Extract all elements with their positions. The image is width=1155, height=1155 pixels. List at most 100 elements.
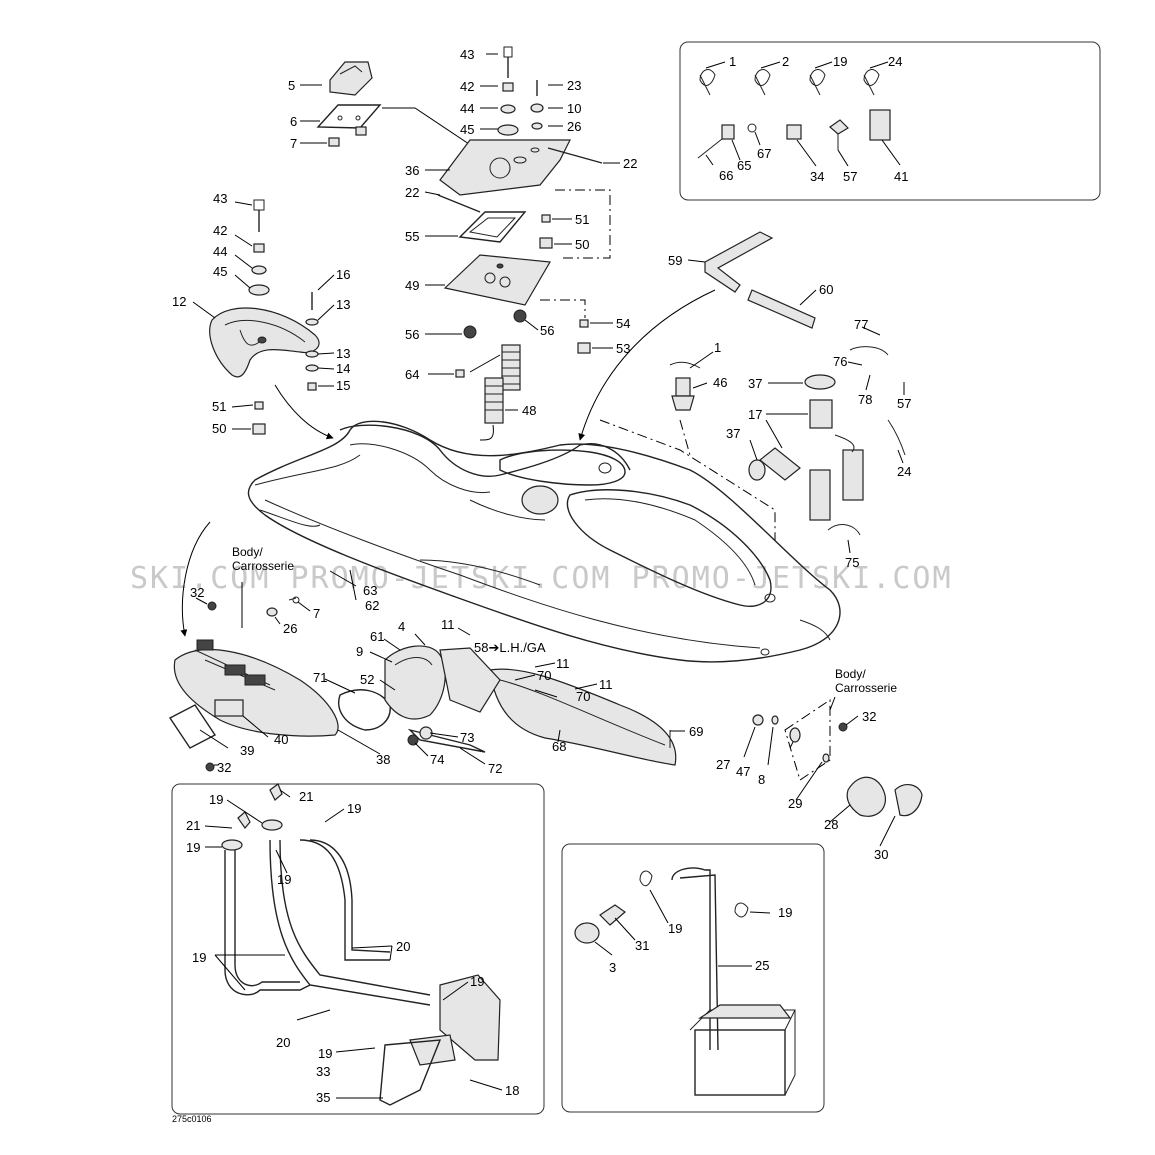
callout-c11b: 11	[556, 656, 570, 671]
callout-b19f: 19	[470, 974, 484, 989]
bellows-48	[484, 344, 521, 424]
callout-b19b: 19	[347, 801, 361, 816]
callout-k57: 57	[843, 169, 857, 184]
callout-c24b: 24	[897, 464, 911, 479]
callout-c1b: 1	[714, 340, 721, 355]
callout-c69: 69	[689, 724, 703, 739]
callout-r3: 3	[609, 960, 616, 975]
callout-c56a: 56	[405, 327, 419, 342]
callout-c75: 75	[845, 555, 859, 570]
callout-c17: 17	[748, 407, 762, 422]
callout-k2: 2	[782, 54, 789, 69]
callout-c44a: 44	[460, 101, 474, 116]
callout-c60: 60	[819, 282, 833, 297]
callout-c32b: 32	[217, 760, 231, 775]
callout-c71: 71	[313, 670, 327, 685]
callout-c59: 59	[668, 253, 682, 268]
callout-b19d: 19	[277, 872, 291, 887]
callout-k67: 67	[757, 146, 771, 161]
battery-inset-box	[561, 843, 825, 1113]
hull-body	[247, 420, 841, 663]
callout-k1: 1	[729, 54, 736, 69]
callout-c48: 48	[522, 403, 536, 418]
callout-c74: 74	[430, 752, 444, 767]
callout-c64: 64	[405, 367, 419, 382]
callout-c27: 27	[716, 757, 730, 772]
hardware-inset-box	[679, 41, 1101, 201]
callout-c62: 62	[365, 598, 379, 613]
callout-c36: 36	[405, 163, 419, 178]
callout-c11c: 11	[599, 677, 613, 692]
callout-c46: 46	[713, 375, 727, 390]
callout-r19a: 19	[668, 921, 682, 936]
callout-b19e: 19	[192, 950, 206, 965]
battery-inset-parts	[574, 867, 796, 1096]
callout-b19c: 19	[186, 840, 200, 855]
callout-c7a: 7	[290, 136, 297, 151]
callout-k19: 19	[833, 54, 847, 69]
callout-c28: 28	[824, 817, 838, 832]
callout-b33: 33	[316, 1064, 330, 1079]
callout-c40: 40	[274, 732, 288, 747]
watermark-text: SKI.COM PROMO-JETSKI.COM PROMO-JETSKI.CO…	[130, 561, 953, 596]
callout-c61: 61	[370, 629, 384, 644]
diagram-code-label: 275c0106	[172, 1114, 212, 1124]
callout-c72: 72	[488, 761, 502, 776]
callout-r19b: 19	[778, 905, 792, 920]
callout-c56b: 56	[540, 323, 554, 338]
callout-c63: 63	[363, 583, 377, 598]
callout-c53: 53	[616, 341, 630, 356]
callout-c78: 78	[858, 392, 872, 407]
callout-c12: 12	[172, 294, 186, 309]
callout-c39: 39	[240, 743, 254, 758]
callout-c38: 38	[376, 752, 390, 767]
callout-k24: 24	[888, 54, 902, 69]
callout-b20a: 20	[396, 939, 410, 954]
callout-c43b: 43	[213, 191, 227, 206]
callout-c51b: 51	[212, 399, 226, 414]
body-reference-right-line2: Carrosserie	[835, 681, 897, 695]
callout-c15: 15	[336, 378, 350, 393]
callout-c22a: 22	[623, 156, 637, 171]
callout-c50b: 50	[212, 421, 226, 436]
callout-c42b: 42	[213, 223, 227, 238]
callout-c4: 4	[398, 619, 405, 634]
callout-c47: 47	[736, 764, 750, 779]
hardware-inset-parts	[697, 69, 891, 159]
fuel-hose-inset-box	[171, 783, 545, 1115]
callout-c23: 23	[567, 78, 581, 93]
callout-c7b: 7	[313, 606, 320, 621]
callout-c13a: 13	[336, 297, 350, 312]
callout-b19a: 19	[209, 792, 223, 807]
body-reference-right-line1: Body/	[835, 667, 866, 681]
callout-k41: 41	[894, 169, 908, 184]
body-reference-left-line2: Carrosserie	[232, 559, 294, 573]
callout-c52: 52	[360, 672, 374, 687]
callout-k34: 34	[810, 169, 824, 184]
callout-k65: 65	[737, 158, 751, 173]
callout-c77: 77	[854, 317, 868, 332]
callout-c44b: 44	[213, 244, 227, 259]
callout-c32c: 32	[862, 709, 876, 724]
rear-parts-assembly	[752, 699, 923, 817]
callout-c37a: 37	[748, 376, 762, 391]
callout-c13b: 13	[336, 346, 350, 361]
callout-b21a: 21	[299, 789, 313, 804]
callout-c14: 14	[336, 361, 350, 376]
fuel-hose-inset-parts	[221, 783, 501, 1106]
callout-c45b: 45	[213, 264, 227, 279]
drain-plug-assembly	[599, 346, 906, 540]
callout-c76: 76	[833, 354, 847, 369]
callout-c16: 16	[336, 267, 350, 282]
callout-c70b: 70	[576, 689, 590, 704]
callout-c55: 55	[405, 229, 419, 244]
callout-c68: 68	[552, 739, 566, 754]
callout-b21b: 21	[186, 818, 200, 833]
grab-handle-assembly	[209, 199, 334, 440]
callout-c50a: 50	[575, 237, 589, 252]
leader-lines	[192, 53, 905, 1099]
body-reference-left-line1: Body/	[232, 545, 263, 559]
callout-c37b: 37	[726, 426, 740, 441]
